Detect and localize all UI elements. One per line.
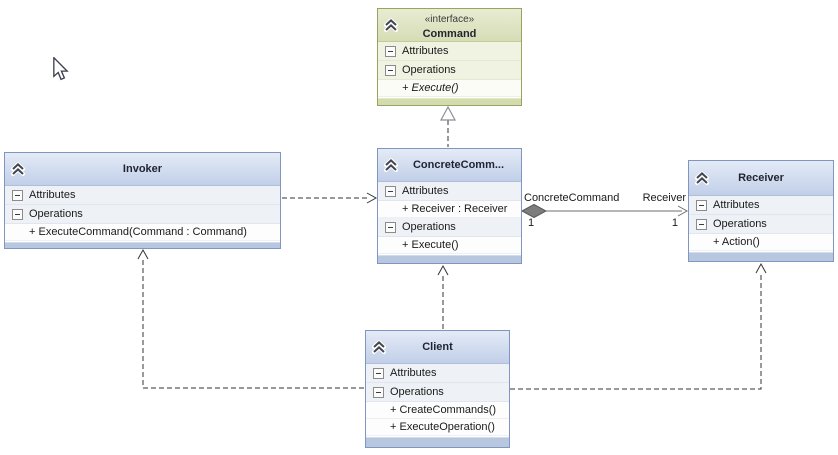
association-concretecommand-receiver[interactable] <box>520 203 689 219</box>
client-operations-section[interactable]: Operations <box>366 383 509 402</box>
minus-glyph <box>388 50 393 52</box>
concretecommand-operations-section[interactable]: Operations <box>378 218 521 237</box>
command-header[interactable]: «interface» Command <box>378 9 521 42</box>
box-footer-strip <box>5 242 280 248</box>
collapse-minus-icon[interactable] <box>12 208 23 220</box>
command-operations-section[interactable]: Operations <box>378 61 521 80</box>
minus-glyph <box>388 190 393 192</box>
stereotype-label: «interface» <box>424 14 475 25</box>
client-header[interactable]: Client <box>366 331 509 364</box>
minus-glyph <box>699 223 704 225</box>
collapse-minus-icon[interactable] <box>373 386 384 398</box>
collapse-chevron-icon[interactable] <box>371 339 387 355</box>
class-title: Receiver <box>738 172 784 184</box>
minus-glyph <box>376 391 381 393</box>
operations-label: Operations <box>402 64 456 76</box>
class-box-concretecommand[interactable]: ConcreteComm... Attributes + Receiver : … <box>377 148 522 264</box>
association-owner-role-label[interactable]: ConcreteCommand <box>524 192 620 204</box>
dependency-client-invoker[interactable] <box>137 248 364 389</box>
invoker-operation-executecommand[interactable]: + ExecuteCommand(Command : Command) <box>5 224 280 241</box>
minus-glyph <box>15 194 20 196</box>
operations-label: Operations <box>713 218 767 230</box>
command-operation-execute[interactable]: + Execute() <box>378 80 521 97</box>
invoker-header[interactable]: Invoker <box>5 153 280 186</box>
mouse-cursor-icon <box>53 57 69 81</box>
class-box-receiver[interactable]: Receiver Attributes Operations + Action(… <box>688 160 834 262</box>
attributes-label: Attributes <box>402 185 449 197</box>
invoker-attributes-section[interactable]: Attributes <box>5 186 280 205</box>
association-target-role-label[interactable]: Receiver <box>642 192 686 204</box>
collapse-minus-icon[interactable] <box>12 189 23 201</box>
operations-label: Operations <box>29 208 83 220</box>
minus-glyph <box>388 226 393 228</box>
attributes-label: Attributes <box>713 199 760 211</box>
collapse-minus-icon[interactable] <box>373 367 384 379</box>
minus-glyph <box>15 213 20 215</box>
client-attributes-section[interactable]: Attributes <box>366 364 509 383</box>
association-target-multiplicity[interactable]: 1 <box>671 217 678 229</box>
operations-label: Operations <box>390 386 444 398</box>
box-footer-strip <box>378 255 521 263</box>
receiver-header[interactable]: Receiver <box>689 161 833 196</box>
attributes-label: Attributes <box>402 45 449 57</box>
class-box-command[interactable]: «interface» Command Attributes Operation… <box>377 8 522 106</box>
minus-glyph <box>376 372 381 374</box>
class-box-client[interactable]: Client Attributes Operations + CreateCom… <box>365 330 510 448</box>
receiver-operations-section[interactable]: Operations <box>689 215 833 234</box>
command-attributes-section[interactable]: Attributes <box>378 42 521 61</box>
class-title: Command <box>422 28 477 40</box>
concretecommand-operation-execute[interactable]: + Execute() <box>378 237 521 254</box>
class-title: Client <box>422 341 453 353</box>
invoker-operations-section[interactable]: Operations <box>5 205 280 224</box>
dependency-invoker-concretecommand[interactable] <box>282 192 378 204</box>
attributes-label: Attributes <box>390 367 437 379</box>
minus-glyph <box>388 69 393 71</box>
concretecommand-attributes-section[interactable]: Attributes <box>378 182 521 201</box>
dependency-client-concretecommand[interactable] <box>437 264 449 329</box>
collapse-chevron-icon[interactable] <box>10 161 26 177</box>
dependency-client-receiver[interactable] <box>510 262 767 390</box>
attributes-label: Attributes <box>29 189 76 201</box>
client-operation-createcommands[interactable]: + CreateCommands() <box>366 402 509 419</box>
association-owner-multiplicity[interactable]: 1 <box>528 217 535 229</box>
collapse-chevron-icon[interactable] <box>383 17 399 33</box>
minus-glyph <box>699 204 704 206</box>
collapse-minus-icon[interactable] <box>385 185 396 197</box>
operations-label: Operations <box>402 221 456 233</box>
collapse-chevron-icon[interactable] <box>694 170 710 186</box>
collapse-chevron-icon[interactable] <box>383 157 399 173</box>
collapse-minus-icon[interactable] <box>696 218 707 230</box>
receiver-attributes-section[interactable]: Attributes <box>689 196 833 215</box>
concretecommand-attribute-receiver[interactable]: + Receiver : Receiver <box>378 201 521 218</box>
class-title: ConcreteComm... <box>412 159 505 171</box>
receiver-operation-action[interactable]: + Action() <box>689 234 833 251</box>
class-title: Invoker <box>122 163 163 175</box>
class-box-invoker[interactable]: Invoker Attributes Operations + ExecuteC… <box>4 152 281 249</box>
concretecommand-header[interactable]: ConcreteComm... <box>378 149 521 182</box>
realization-concretecommand-command[interactable] <box>439 105 457 147</box>
collapse-minus-icon[interactable] <box>385 45 396 57</box>
box-footer-strip <box>689 252 833 261</box>
collapse-minus-icon[interactable] <box>696 199 707 211</box>
box-footer-strip <box>378 98 521 105</box>
collapse-minus-icon[interactable] <box>385 64 396 76</box>
box-footer-strip <box>366 437 509 447</box>
collapse-minus-icon[interactable] <box>385 221 396 233</box>
client-operation-executeoperation[interactable]: + ExecuteOperation() <box>366 419 509 436</box>
